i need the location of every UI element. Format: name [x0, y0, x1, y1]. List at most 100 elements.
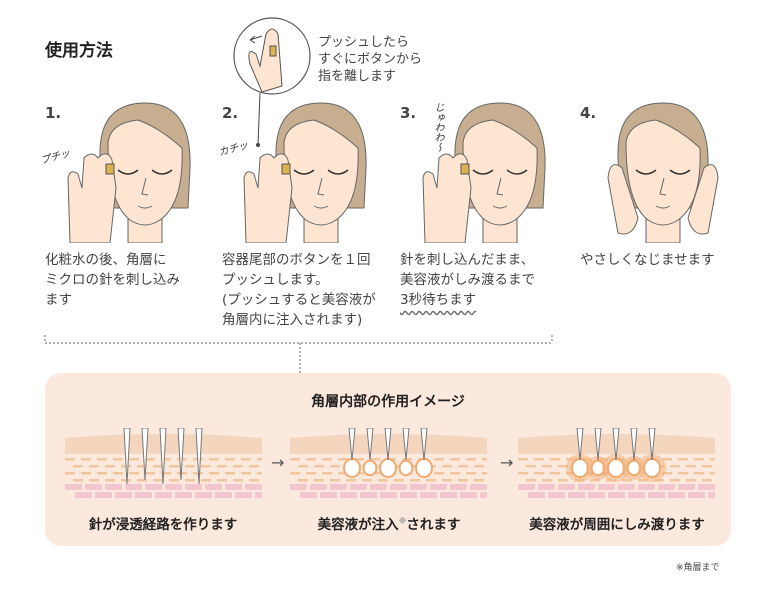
step-4-caption: やさしくなじませます — [580, 252, 715, 268]
cell-dash — [550, 458, 560, 461]
cell-dash — [209, 472, 219, 475]
lower-cell — [340, 492, 357, 498]
lower-cell — [390, 484, 407, 490]
lower-cell — [578, 484, 595, 490]
cell-dash — [590, 479, 600, 482]
callout-text: プッシュしたら すぐにボタンから 指を離します — [318, 35, 423, 84]
cell-dash — [450, 472, 460, 475]
cell-dash — [434, 458, 444, 461]
cell-dash — [322, 472, 332, 475]
lower-cell — [628, 492, 645, 498]
step-2-caption: 容器尾部のボタンを１回 プッシュします。 (プッシュすると美容液が 角層内に注入… — [222, 252, 376, 328]
serum-droplet — [398, 459, 414, 477]
lower-cell — [558, 484, 575, 490]
device-icon — [281, 163, 291, 175]
skin-diagram-stage-3 — [518, 428, 715, 498]
lower-cell — [608, 492, 625, 498]
lower-cell — [350, 484, 367, 490]
cell-dash — [678, 458, 688, 461]
cell-dash — [410, 479, 420, 482]
cell-dash — [362, 479, 372, 482]
cell-dash — [354, 458, 364, 461]
mouth — [137, 205, 153, 209]
cell-dash — [410, 465, 420, 468]
cell-dash — [662, 472, 672, 475]
cell-dash — [161, 458, 171, 461]
mouth — [313, 205, 329, 209]
lower-cell — [450, 484, 467, 490]
cell-dash — [378, 479, 388, 482]
lower-cell — [235, 492, 252, 498]
cell-dash — [550, 472, 560, 475]
needle — [612, 428, 620, 461]
cell-dash — [670, 479, 680, 482]
cell-dash — [686, 479, 696, 482]
serum-droplet — [379, 458, 397, 478]
arrow-left-icon — [249, 35, 263, 44]
cell-dash — [670, 465, 680, 468]
cell-dash — [81, 458, 91, 461]
lower-cell — [115, 492, 132, 498]
cell-dash — [217, 479, 227, 482]
cell-dash — [209, 458, 219, 461]
cell-dash — [145, 458, 155, 461]
hand-right-icon — [687, 164, 719, 235]
cell-dash — [558, 465, 568, 468]
lower-cell — [698, 484, 715, 490]
lower-cell — [618, 484, 635, 490]
cell-dash — [81, 472, 91, 475]
step-3-sound: じゅわわ〜 — [432, 102, 443, 152]
cell-dash — [169, 465, 179, 468]
cell-dash — [290, 458, 300, 461]
needle — [159, 428, 167, 485]
step-1-caption: 化粧水の後、角層に ミクロの針を刺し込み ます — [45, 252, 180, 308]
needle — [384, 428, 392, 461]
cell-dash — [394, 479, 404, 482]
cell-dash — [482, 472, 487, 475]
cell-dash — [298, 465, 308, 468]
lower-cell — [430, 484, 447, 490]
cell-dash — [458, 465, 468, 468]
cell-dash — [542, 479, 552, 482]
lower-cell — [658, 484, 675, 490]
cell-dash — [217, 465, 227, 468]
serum-droplet — [343, 458, 361, 478]
cell-dash — [73, 465, 83, 468]
lower-cell — [105, 484, 122, 490]
lower-cell — [185, 484, 202, 490]
cell-dash — [622, 479, 632, 482]
nose — [659, 177, 667, 196]
cell-dash — [257, 458, 262, 461]
lower-cell — [648, 492, 665, 498]
lower-cell — [205, 484, 222, 490]
cell-dash — [686, 465, 696, 468]
cell-dash — [249, 479, 259, 482]
cell-dash — [330, 465, 340, 468]
cell-dash — [534, 458, 544, 461]
eye-left — [293, 169, 315, 175]
stage-1-caption: 針が浸透経路を作ります — [88, 517, 238, 533]
lower-cell — [400, 492, 417, 498]
cell-dash — [290, 472, 300, 475]
eye-left — [117, 169, 139, 175]
lower-cell — [310, 484, 327, 490]
needle — [402, 428, 410, 461]
cell-dash — [129, 458, 139, 461]
lower-cell — [548, 492, 565, 498]
cell-dash — [185, 479, 195, 482]
cell-dash — [518, 472, 528, 475]
step-1-illustration — [60, 98, 210, 247]
panel-title: 角層内部の作用イメージ — [311, 394, 465, 410]
cell-dash — [225, 458, 235, 461]
cell-dash — [654, 479, 664, 482]
cell-dash — [298, 479, 308, 482]
lower-cell — [668, 492, 685, 498]
lower-cell — [65, 484, 82, 490]
face — [107, 119, 183, 226]
callout-line — [257, 92, 261, 145]
cell-dash — [402, 458, 412, 461]
step-4-number: 4. — [580, 104, 597, 122]
lower-cell — [460, 492, 477, 498]
cell-dash — [710, 458, 715, 461]
lower-cell — [165, 484, 182, 490]
